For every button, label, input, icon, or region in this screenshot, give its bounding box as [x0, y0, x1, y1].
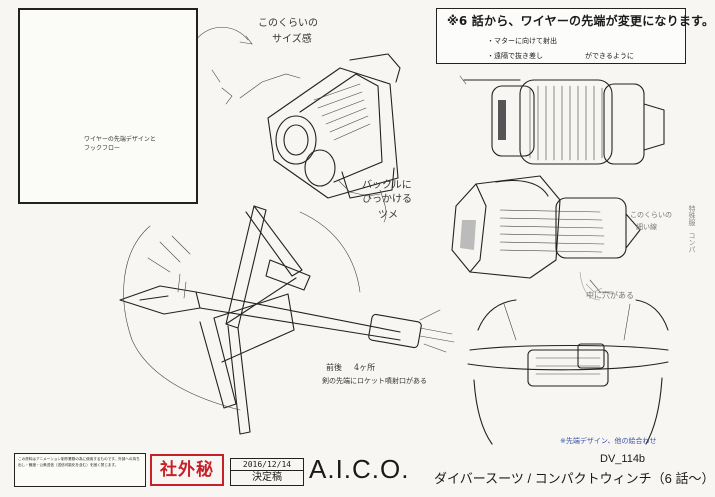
- annotation-small-2: 細い線: [636, 223, 657, 231]
- winch-sketch-main: [195, 27, 401, 223]
- tip-design-note: ※先端デザイン、他の絵合わせ: [560, 437, 657, 445]
- side-tag-b: コンパ: [688, 232, 696, 254]
- change-notice-box: ※6 話から、ワイヤーの先端が変更になります。 ・マターに向けて射出 ・遠隔で抜…: [436, 8, 714, 64]
- annotation-forward-2: 4ヶ所: [354, 363, 376, 372]
- inset-annotation: ワイヤーの先端デザインと: [84, 136, 156, 143]
- sheet-code: DV_114b: [600, 453, 646, 465]
- revision-date: 2016/12/14: [231, 459, 303, 471]
- annotation-hook: ひっかける: [362, 194, 412, 205]
- annotation-hole: 中に穴がある: [586, 291, 634, 300]
- harpoon-sketch: [119, 205, 455, 435]
- side-tag-a: 特殊服: [688, 205, 696, 226]
- belt-sketch: [467, 299, 669, 445]
- annotation-forward: 前後: [326, 363, 342, 372]
- annotation-size-feel-2: サイズ感: [272, 34, 312, 45]
- winch-drum-sketch: [459, 75, 665, 165]
- design-sheet: ワイヤーの先端デザインと フックフロー ※6 話から、ワイヤーの先端が変更になり…: [14, 8, 715, 487]
- annotation-rocket: 剣の先端にロケット噴射口がある: [322, 377, 427, 385]
- revision-status: 決定稿: [252, 472, 282, 483]
- annotation-size-feel: このくらいの: [258, 18, 318, 29]
- change-notice-title: ※6 話から、ワイヤーの先端が変更になります。: [447, 14, 715, 28]
- change-notice-line-2: ・遠隔で抜き差し ができるように: [487, 51, 634, 61]
- annotation-small: このくらいの: [630, 211, 672, 219]
- change-notice-line-2a: ・遠隔で抜き差し: [487, 52, 543, 60]
- confidential-stamp: 社外秘: [150, 454, 224, 486]
- change-notice-line-1: ・マターに向けて射出: [487, 37, 557, 45]
- side-tag: 特殊服 コンパ: [681, 205, 697, 275]
- annotation-claw: ツメ: [378, 210, 398, 221]
- sheet-caption: ダイバースーツ / コンパクトウィンチ（6 話〜）: [434, 471, 715, 486]
- annotation-buckle: バックルに: [362, 180, 412, 191]
- inset-annotation-2: フックフロー: [84, 145, 121, 152]
- disclaimer-box: この資料はアニメーション制作業務の為に使用するものです。外部への持ち出し・譲渡・…: [14, 453, 146, 487]
- winch-side-sketch: [451, 175, 641, 293]
- inset-panel: [18, 8, 198, 204]
- date-status-block: 2016/12/14 決定稿: [230, 458, 304, 486]
- series-title: A.I.C.O.: [309, 454, 410, 484]
- change-notice-line-2b: ができるように: [585, 52, 634, 60]
